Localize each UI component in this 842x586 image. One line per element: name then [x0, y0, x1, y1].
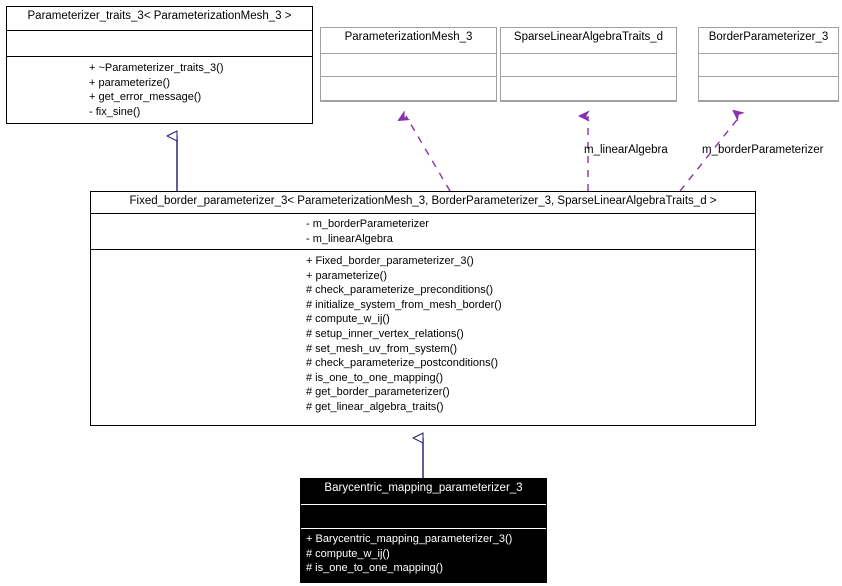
- class-attributes-compartment: [7, 31, 312, 57]
- class-title-compartment: Fixed_border_parameterizer_3< Parameteri…: [91, 192, 755, 214]
- operation-row: - fix_sine(): [89, 105, 141, 118]
- operation-row: + Fixed_border_parameterizer_3(): [306, 255, 474, 267]
- operation-row: # setup_inner_vertex_relations(): [306, 327, 464, 340]
- operation-row: # set_mesh_uv_from_system(): [306, 342, 457, 355]
- edge-label-m-linearalgebra: m_linearAlgebra: [584, 144, 668, 156]
- class-attributes-compartment: - m_borderParameterizer - m_linearAlgebr…: [91, 214, 755, 250]
- attribute-row: - m_linearAlgebra: [306, 232, 393, 245]
- class-title-compartment: BorderParameterizer_3: [699, 28, 838, 54]
- class-operations-compartment: [699, 77, 838, 101]
- edge-label-m-borderparameterizer: m_borderParameterizer: [702, 144, 824, 156]
- operation-row: # compute_w_ij(): [306, 547, 390, 560]
- class-node-parameterizer-traits-3[interactable]: Parameterizer_traits_3< Parameterization…: [6, 6, 313, 124]
- class-title: ParameterizationMesh_3: [344, 31, 473, 43]
- operation-row: # get_linear_algebra_traits(): [306, 400, 444, 413]
- class-node-parameterization-mesh-3[interactable]: ParameterizationMesh_3: [320, 27, 497, 102]
- class-attributes-compartment: [301, 505, 546, 529]
- class-operations-compartment: + Barycentric_mapping_parameterizer_3() …: [301, 529, 546, 582]
- class-title-compartment: SparseLinearAlgebraTraits_d: [501, 28, 676, 54]
- class-attributes-compartment: [501, 54, 676, 77]
- class-operations-compartment: + Fixed_border_parameterizer_3() + param…: [91, 250, 755, 425]
- class-attributes-compartment: [321, 54, 496, 77]
- edge-usage-parameterizationmesh: [406, 116, 451, 192]
- operation-row: # initialize_system_from_mesh_border(): [306, 298, 502, 311]
- class-operations-list: + Barycentric_mapping_parameterizer_3() …: [301, 532, 546, 576]
- class-title: BorderParameterizer_3: [708, 31, 829, 43]
- class-node-fixed-border-parameterizer-3[interactable]: Fixed_border_parameterizer_3< Parameteri…: [90, 191, 756, 426]
- class-title: SparseLinearAlgebraTraits_d: [513, 31, 664, 43]
- class-operations-compartment: [501, 77, 676, 101]
- class-node-border-parameterizer-3[interactable]: BorderParameterizer_3: [698, 27, 839, 102]
- class-node-sparse-linear-algebra-traits-d[interactable]: SparseLinearAlgebraTraits_d: [500, 27, 677, 102]
- class-title-compartment: Barycentric_mapping_parameterizer_3: [301, 479, 546, 505]
- class-operations-list: + Fixed_border_parameterizer_3() + param…: [91, 254, 755, 415]
- operation-row: + Barycentric_mapping_parameterizer_3(): [306, 533, 513, 545]
- operation-row: + parameterize(): [89, 76, 171, 89]
- operation-row: + ~Parameterizer_traits_3(): [89, 62, 224, 74]
- operation-row: # get_border_parameterizer(): [306, 386, 450, 399]
- attribute-row: - m_borderParameterizer: [306, 218, 429, 230]
- class-node-barycentric-mapping-parameterizer-3[interactable]: Barycentric_mapping_parameterizer_3 + Ba…: [300, 478, 547, 583]
- operation-row: # is_one_to_one_mapping(): [306, 371, 443, 384]
- class-title: Barycentric_mapping_parameterizer_3: [324, 482, 523, 494]
- class-operations-compartment: [321, 77, 496, 101]
- class-title-compartment: ParameterizationMesh_3: [321, 28, 496, 54]
- operation-row: # check_parameterize_preconditions(): [306, 284, 494, 297]
- class-operations-compartment: + ~Parameterizer_traits_3() + parameteri…: [7, 57, 312, 123]
- operation-row: # is_one_to_one_mapping(): [306, 562, 443, 575]
- class-title: Parameterizer_traits_3< Parameterization…: [27, 10, 292, 22]
- operation-row: # check_parameterize_postconditions(): [306, 357, 498, 370]
- class-title: Fixed_border_parameterizer_3< Parameteri…: [129, 195, 717, 207]
- operation-row: + get_error_message(): [89, 91, 202, 104]
- class-attributes-list: - m_borderParameterizer - m_linearAlgebr…: [91, 217, 755, 246]
- operation-row: + parameterize(): [306, 269, 388, 282]
- operation-row: # compute_w_ij(): [306, 313, 390, 326]
- class-title-compartment: Parameterizer_traits_3< Parameterization…: [7, 7, 312, 31]
- class-operations-list: + ~Parameterizer_traits_3() + parameteri…: [7, 61, 312, 119]
- class-attributes-compartment: [699, 54, 838, 77]
